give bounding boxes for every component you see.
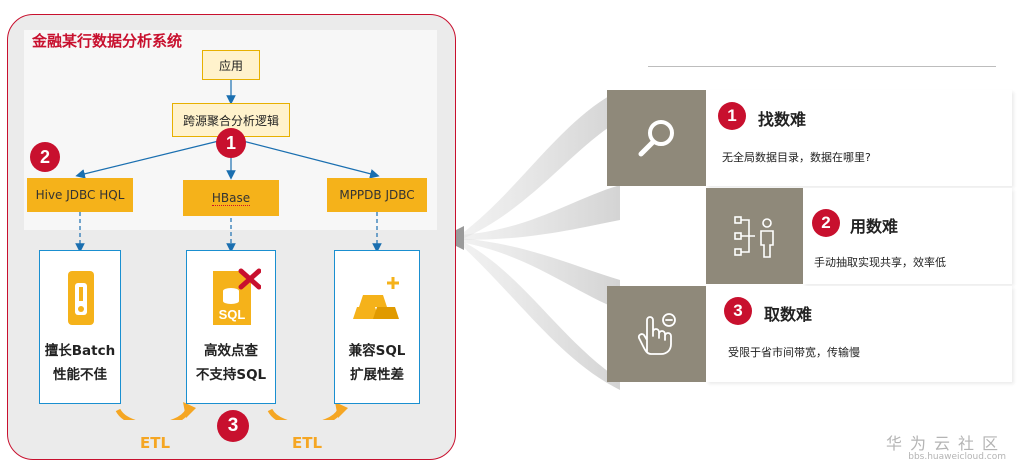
gold-bars-icon bbox=[353, 277, 399, 319]
store-hbase: SQL 高效点查 不支持SQL bbox=[186, 250, 276, 404]
top-rule bbox=[648, 66, 996, 67]
converging-streaks bbox=[440, 90, 620, 390]
sql-file-label: SQL bbox=[219, 307, 246, 322]
store-hive-line1: 擅长Batch bbox=[44, 343, 116, 359]
source-mppdb: MPPDB JDBC bbox=[327, 178, 427, 212]
store-hbase-line1: 高效点查 bbox=[204, 343, 258, 359]
hand-touch-icon bbox=[637, 313, 676, 355]
source-hive: Hive JDBC HQL bbox=[27, 178, 133, 212]
problem-1-badge: 1 bbox=[718, 102, 746, 130]
badge-3: 3 bbox=[217, 410, 249, 442]
usb-drive-icon bbox=[68, 271, 94, 325]
application-box: 应用 bbox=[202, 50, 260, 80]
problem-3-title: 取数难 bbox=[764, 305, 813, 324]
system-title: 金融某行数据分析系统 bbox=[32, 32, 183, 50]
store-mppdb-line2: 扩展性差 bbox=[350, 367, 404, 383]
badge-1: 1 bbox=[216, 128, 246, 158]
store-mppdb-line1: 兼容SQL bbox=[348, 343, 406, 359]
problem-1-title: 找数难 bbox=[758, 110, 807, 129]
badge-2: 2 bbox=[30, 142, 60, 172]
problem-1-desc: 无全局数据目录，数据在哪里? bbox=[722, 151, 871, 164]
problem-3-tile bbox=[607, 286, 706, 382]
store-hbase-line2: 不支持SQL bbox=[195, 367, 267, 383]
problem-2-tile bbox=[706, 188, 803, 284]
watermark-brand: 华为云社区 bbox=[885, 434, 1006, 453]
problem-2-badge: 2 bbox=[812, 209, 840, 237]
process-person-icon bbox=[733, 216, 774, 258]
problem-2-title: 用数难 bbox=[850, 217, 899, 236]
source-hbase: HBase bbox=[183, 180, 279, 216]
store-hive: 擅长Batch 性能不佳 bbox=[39, 250, 121, 404]
problem-2-desc: 手动抽取实现共享，效率低 bbox=[814, 256, 946, 269]
store-hive-line2: 性能不佳 bbox=[53, 367, 107, 383]
sql-file-icon: SQL bbox=[213, 268, 261, 325]
search-icon bbox=[638, 120, 674, 157]
problem-3-card bbox=[706, 286, 1012, 382]
etl-label-left: ETL bbox=[140, 434, 171, 452]
problem-3-badge: 3 bbox=[724, 297, 752, 325]
flow-connectors bbox=[75, 80, 382, 420]
problem-2-card bbox=[803, 188, 1012, 284]
problem-1-card bbox=[706, 90, 1012, 186]
store-mppdb: 兼容SQL 扩展性差 bbox=[334, 250, 420, 404]
watermark-url: bbs.huaweicloud.com bbox=[908, 452, 1006, 462]
etl-label-right: ETL bbox=[292, 434, 323, 452]
problem-3-desc: 受限于省市间带宽，传输慢 bbox=[728, 346, 860, 359]
problem-1-tile bbox=[607, 90, 706, 186]
